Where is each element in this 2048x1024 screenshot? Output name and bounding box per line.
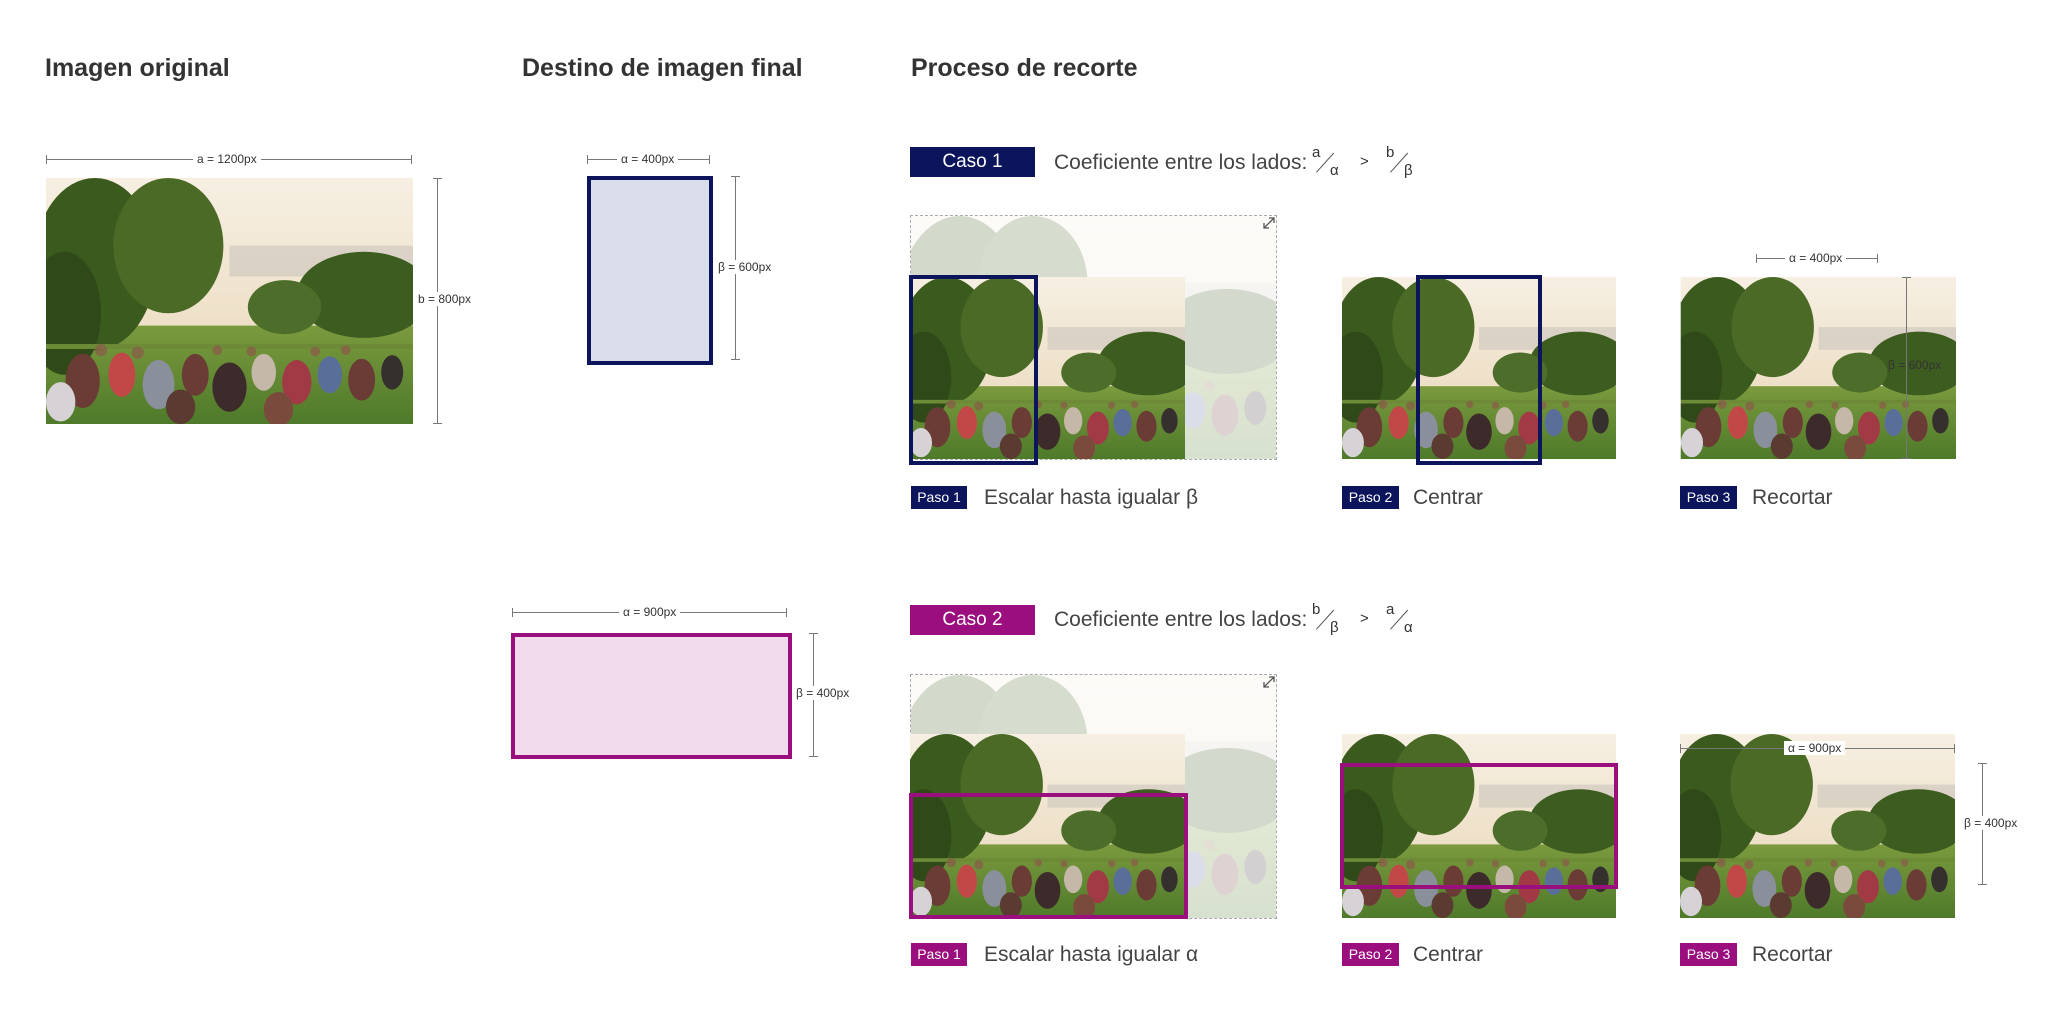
heading-destination: Destino de imagen final xyxy=(522,54,803,82)
case2-greater-than: > xyxy=(1360,610,1369,627)
case2-step1-label: Escalar hasta igualar α xyxy=(984,943,1199,966)
original-height-label: b = 800px xyxy=(416,292,474,306)
case1-step3-width-label: α = 400px xyxy=(1785,251,1847,265)
dest2-height-label: β = 400px xyxy=(794,686,852,700)
case1-step1-label: Escalar hasta igualar β xyxy=(984,486,1199,509)
case1-step3-cropped-photo xyxy=(1681,277,1956,459)
expand-icon xyxy=(1263,217,1275,229)
case2-badge: Caso 2 xyxy=(910,605,1035,635)
original-photo xyxy=(46,178,413,424)
case1-coefficient-label: Coeficiente entre los lados: xyxy=(1054,151,1308,174)
case2-step2-frame xyxy=(1340,763,1618,889)
case2-step2-label: Centrar xyxy=(1413,943,1484,966)
case1-step2-frame xyxy=(1416,275,1542,465)
dest1-width-label: α = 400px xyxy=(617,152,679,166)
case2-step1-frame xyxy=(909,793,1188,919)
case1-step3-height-label: β = 600px xyxy=(1888,358,1942,372)
original-width-label: a = 1200px xyxy=(193,152,261,166)
case1-step2-badge: Paso 2 xyxy=(1342,486,1399,509)
case2-step3-badge: Paso 3 xyxy=(1680,943,1737,966)
case2-step3-width-label: α = 900px xyxy=(1784,741,1846,755)
case2-step3-cropped-photo xyxy=(1680,734,1955,918)
case2-step3-height-label: β = 400px xyxy=(1962,816,2020,830)
case1-greater-than: > xyxy=(1360,153,1369,170)
case1-step3-label: Recortar xyxy=(1752,486,1833,509)
case1-step1-frame xyxy=(909,275,1038,465)
expand-icon-2 xyxy=(1263,676,1275,688)
dest2-frame xyxy=(511,633,792,759)
dest2-width-label: α = 900px xyxy=(619,605,681,619)
case1-step2-label: Centrar xyxy=(1413,486,1484,509)
case2-step1-badge: Paso 1 xyxy=(911,943,967,966)
case1-badge: Caso 1 xyxy=(910,147,1035,177)
heading-original: Imagen original xyxy=(45,54,230,82)
case2-step2-badge: Paso 2 xyxy=(1342,943,1399,966)
heading-process: Proceso de recorte xyxy=(911,54,1138,82)
case1-step3-badge: Paso 3 xyxy=(1680,486,1737,509)
dest1-frame xyxy=(587,176,713,365)
case1-step1-badge: Paso 1 xyxy=(911,486,967,509)
case2-coefficient-label: Coeficiente entre los lados: xyxy=(1054,608,1308,631)
case1-step3-height-dimension xyxy=(1902,277,1911,459)
dest1-height-label: β = 600px xyxy=(716,260,774,274)
case2-step3-label: Recortar xyxy=(1752,943,1833,966)
